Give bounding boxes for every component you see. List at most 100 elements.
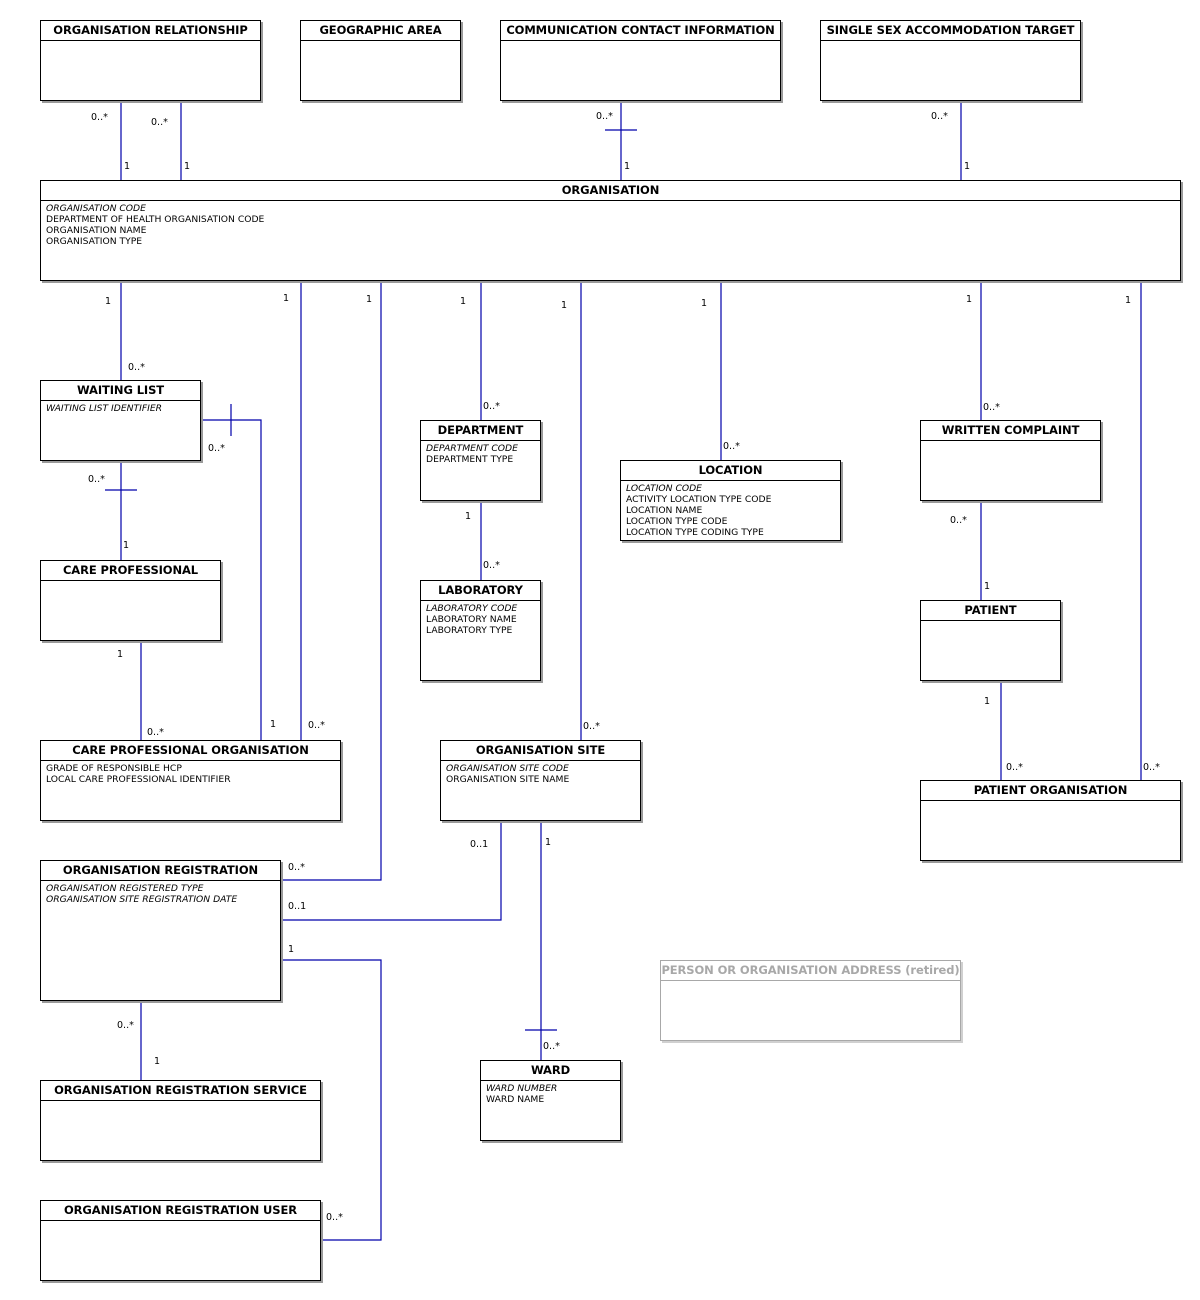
multiplicity-label: 0..* [543,1041,560,1052]
multiplicity-label: 1 [984,581,991,592]
entity-attributes [41,41,260,45]
entity-attribute: ORGANISATION NAME [46,225,147,236]
entity-attribute: DEPARTMENT OF HEALTH ORGANISATION CODE [46,214,265,225]
entity-title: PERSON OR ORGANISATION ADDRESS (retired) [661,961,960,981]
multiplicity-label: 1 [117,649,124,660]
entity-title: PATIENT [921,601,1060,621]
multiplicity-label: 0..* [88,474,105,485]
entity-patient-organisation[interactable]: PATIENT ORGANISATION [920,780,1181,861]
entity-title: ORGANISATION REGISTRATION SERVICE [41,1081,320,1101]
entity-title: SINGLE SEX ACCOMMODATION TARGET [821,21,1080,41]
entity-organisation-relationship[interactable]: ORGANISATION RELATIONSHIP [40,20,261,101]
entity-title: LOCATION [621,461,840,481]
multiplicity-label: 1 [964,161,971,172]
entity-title: WRITTEN COMPLAINT [921,421,1100,441]
multiplicity-label: 1 [966,294,973,305]
multiplicity-label: 0..* [308,720,325,731]
entity-attribute: LOCATION TYPE CODE [626,516,728,527]
entity-person-or-organisation-address-retired[interactable]: PERSON OR ORGANISATION ADDRESS (retired) [660,960,961,1041]
entity-title: WAITING LIST [41,381,200,401]
entity-attributes [41,1221,320,1225]
entity-attribute: ORGANISATION SITE NAME [446,774,570,785]
entity-title: ORGANISATION RELATIONSHIP [41,21,260,41]
entity-title: LABORATORY [421,581,540,601]
multiplicity-label: 0..* [288,862,305,873]
entity-key-attribute: ORGANISATION SITE REGISTRATION DATE [46,894,238,905]
multiplicity-label: 1 [124,161,131,172]
entity-organisation-registration-service[interactable]: ORGANISATION REGISTRATION SERVICE [40,1080,321,1161]
entity-attribute: LABORATORY NAME [426,614,517,625]
entity-attribute: WARD NAME [486,1094,545,1105]
entity-title: ORGANISATION REGISTRATION USER [41,1201,320,1221]
multiplicity-label: 1 [460,296,467,307]
entity-key-attribute: DEPARTMENT CODE [426,443,518,454]
multiplicity-label: 1 [270,719,277,730]
relationship-line [281,281,382,881]
entity-waiting-list[interactable]: WAITING LIST WAITING LIST IDENTIFIER [40,380,201,461]
entity-care-professional[interactable]: CARE PROFESSIONAL [40,560,221,641]
multiplicity-label: 0..* [483,401,500,412]
entity-key-attribute: WARD NUMBER [486,1083,558,1094]
entity-key-attribute: ORGANISATION SITE CODE [446,763,569,774]
entity-attributes [921,441,1100,445]
entity-key-attribute: WAITING LIST IDENTIFIER [46,403,163,414]
multiplicity-label: 1 [123,540,130,551]
multiplicity-label: 0..* [147,727,164,738]
entity-attribute: DEPARTMENT TYPE [426,454,514,465]
multiplicity-label: 1 [184,161,191,172]
entity-geographic-area[interactable]: GEOGRAPHIC AREA [300,20,461,101]
entity-written-complaint[interactable]: WRITTEN COMPLAINT [920,420,1101,501]
entity-attributes [821,41,1080,45]
multiplicity-label: 0..* [950,515,967,526]
entity-key-attribute: ORGANISATION REGISTERED TYPE [46,883,204,894]
entity-title: CARE PROFESSIONAL [41,561,220,581]
entity-single-sex-accommodation-target[interactable]: SINGLE SEX ACCOMMODATION TARGET [820,20,1081,101]
multiplicity-label: 0..* [208,443,225,454]
multiplicity-label: 1 [154,1056,161,1067]
multiplicity-label: 1 [561,300,568,311]
entity-organisation-site[interactable]: ORGANISATION SITE ORGANISATION SITE CODE… [440,740,641,821]
entity-patient[interactable]: PATIENT [920,600,1061,681]
multiplicity-label: 0..1 [470,839,489,850]
entity-attribute: ORGANISATION TYPE [46,236,143,247]
entity-attributes [661,981,960,985]
entity-organisation-registration-user[interactable]: ORGANISATION REGISTRATION USER [40,1200,321,1281]
relationship-line [281,821,502,921]
multiplicity-label: 0..* [483,560,500,571]
entity-attribute: ACTIVITY LOCATION TYPE CODE [626,494,772,505]
entity-attributes [501,41,780,45]
multiplicity-label: 0..* [931,111,948,122]
multiplicity-label: 1 [283,293,290,304]
entity-title: CARE PROFESSIONAL ORGANISATION [41,741,340,761]
entity-key-attribute: LABORATORY CODE [426,603,518,614]
multiplicity-label: 1 [624,161,631,172]
entity-attribute: LOCAL CARE PROFESSIONAL IDENTIFIER [46,774,231,785]
entity-communication-contact-information[interactable]: COMMUNICATION CONTACT INFORMATION [500,20,781,101]
entity-title: WARD [481,1061,620,1081]
entity-care-professional-organisation[interactable]: CARE PROFESSIONAL ORGANISATION GRADE OF … [40,740,341,821]
entity-title: GEOGRAPHIC AREA [301,21,460,41]
multiplicity-label: 0..* [1006,762,1023,773]
multiplicity-label: 1 [545,837,552,848]
relationship-line [281,959,382,1241]
entity-title: COMMUNICATION CONTACT INFORMATION [501,21,780,41]
entity-attributes [41,1101,320,1105]
entity-attribute: LABORATORY TYPE [426,625,513,636]
multiplicity-label: 0..* [326,1212,343,1223]
entity-attributes [921,801,1180,805]
entity-organisation-registration[interactable]: ORGANISATION REGISTRATION ORGANISATION R… [40,860,281,1001]
multiplicity-label: 1 [105,296,112,307]
